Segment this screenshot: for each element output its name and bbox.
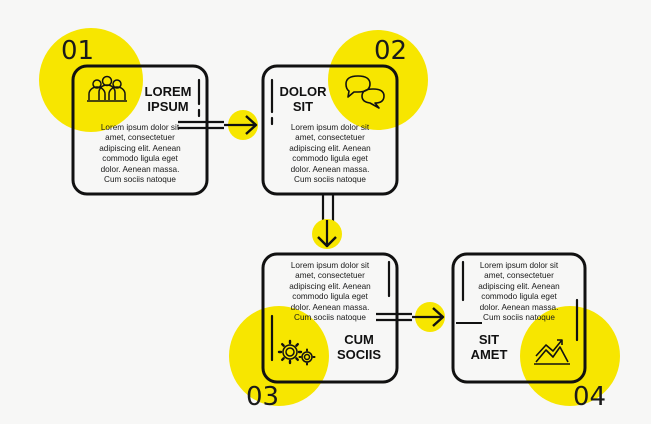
chat-bubbles-icon [345,75,385,109]
step-3-box [261,252,399,384]
step-2-number: 02 [374,36,408,66]
step-2-title: DOLOR SIT [279,84,327,114]
connector-2-3 [312,194,342,249]
step-1-number: 01 [61,36,95,66]
step-4-body: Lorem ipsum dolor sit amet, consectetuer… [478,261,560,323]
step-4-number: 04 [573,382,607,412]
step-2-box [261,64,399,196]
step-2-circle [328,30,428,130]
gears-icon [277,339,316,366]
step-4-box [451,252,587,384]
step-3-number: 03 [246,382,280,412]
connector-3-4 [376,302,482,332]
connector-1-2 [178,110,258,140]
step-1-body: Lorem ipsum dolor sit amet, consectetuer… [99,123,181,185]
step-4-title: SIT AMET [470,332,508,362]
people-icon [87,75,127,102]
step-1-title: LOREM IPSUM [144,84,192,114]
step-2-body: Lorem ipsum dolor sit amet, consectetuer… [289,123,371,185]
step-1-circle [39,28,143,132]
step-3-body: Lorem ipsum dolor sit amet, consectetuer… [289,261,371,323]
box-accent-dashes [197,78,579,362]
step-3-title: CUM SOCIIS [336,332,382,362]
line-chart-icon [534,339,570,365]
step-1-box [71,64,209,196]
